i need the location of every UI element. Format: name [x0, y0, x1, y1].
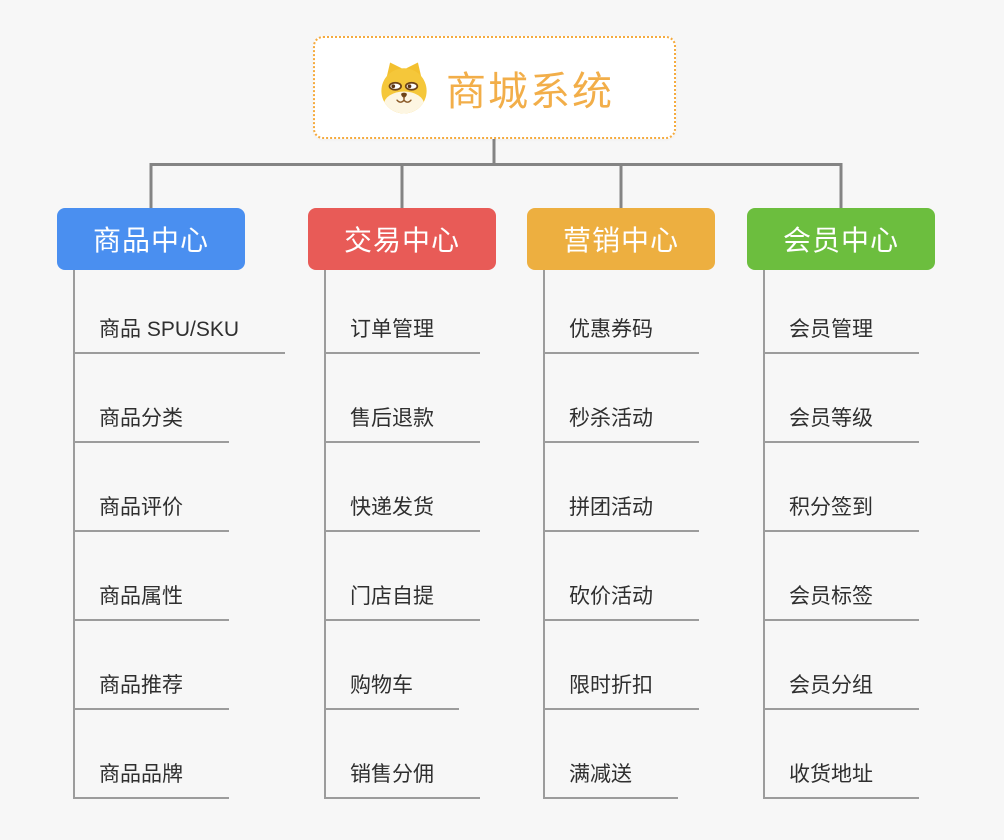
leaf-node[interactable]: 订单管理 [326, 270, 480, 354]
branch-header-member[interactable]: 会员中心 [747, 208, 935, 270]
leaf-node[interactable]: 满减送 [545, 710, 678, 799]
leaf-node[interactable]: 商品 SPU/SKU [75, 270, 286, 354]
root-node[interactable]: 商城系统 [313, 36, 676, 139]
leaf-node[interactable]: 秒杀活动 [545, 354, 699, 443]
branch-header-marketing[interactable]: 营销中心 [527, 208, 715, 270]
branch-header-trade[interactable]: 交易中心 [308, 208, 496, 270]
leaf-node[interactable]: 会员标签 [765, 532, 919, 621]
branch-items-marketing: 优惠券码 秒杀活动 拼团活动 砍价活动 限时折扣 满减送 [543, 270, 699, 799]
leaf-node[interactable]: 售后退款 [326, 354, 480, 443]
leaf-node[interactable]: 商品推荐 [75, 621, 229, 710]
branch-header-product[interactable]: 商品中心 [57, 208, 245, 270]
branch-marketing-center: 营销中心 优惠券码 秒杀活动 拼团活动 砍价活动 限时折扣 满减送 [527, 208, 715, 799]
branch-items-product: 商品 SPU/SKU 商品分类 商品评价 商品属性 商品推荐 商品品牌 [73, 270, 286, 799]
leaf-node[interactable]: 会员分组 [765, 621, 919, 710]
leaf-node[interactable]: 收货地址 [765, 710, 919, 799]
leaf-node[interactable]: 商品品牌 [75, 710, 229, 799]
branch-trade-center: 交易中心 订单管理 售后退款 快递发货 门店自提 购物车 销售分佣 [308, 208, 496, 799]
leaf-node[interactable]: 会员管理 [765, 270, 919, 354]
root-title: 商城系统 [446, 69, 614, 114]
branch-items-member: 会员管理 会员等级 积分签到 会员标签 会员分组 收货地址 [763, 270, 919, 799]
branch-product-center: 商品中心 商品 SPU/SKU 商品分类 商品评价 商品属性 商品推荐 商品品牌 [57, 208, 286, 799]
branch-member-center: 会员中心 会员管理 会员等级 积分签到 会员标签 会员分组 收货地址 [747, 208, 935, 799]
branch-items-trade: 订单管理 售后退款 快递发货 门店自提 购物车 销售分佣 [324, 270, 480, 799]
leaf-node[interactable]: 限时折扣 [545, 621, 699, 710]
leaf-node[interactable]: 快递发货 [326, 443, 480, 532]
leaf-node[interactable]: 商品评价 [75, 443, 229, 532]
leaf-node[interactable]: 会员等级 [765, 354, 919, 443]
leaf-node[interactable]: 购物车 [326, 621, 459, 710]
leaf-node[interactable]: 砍价活动 [545, 532, 699, 621]
leaf-node[interactable]: 门店自提 [326, 532, 480, 621]
leaf-node[interactable]: 商品分类 [75, 354, 229, 443]
leaf-node[interactable]: 积分签到 [765, 443, 919, 532]
leaf-node[interactable]: 销售分佣 [326, 710, 480, 799]
leaf-node[interactable]: 优惠券码 [545, 270, 699, 354]
leaf-node[interactable]: 拼团活动 [545, 443, 699, 532]
dog-face-icon [375, 59, 433, 117]
leaf-node[interactable]: 商品属性 [75, 532, 229, 621]
